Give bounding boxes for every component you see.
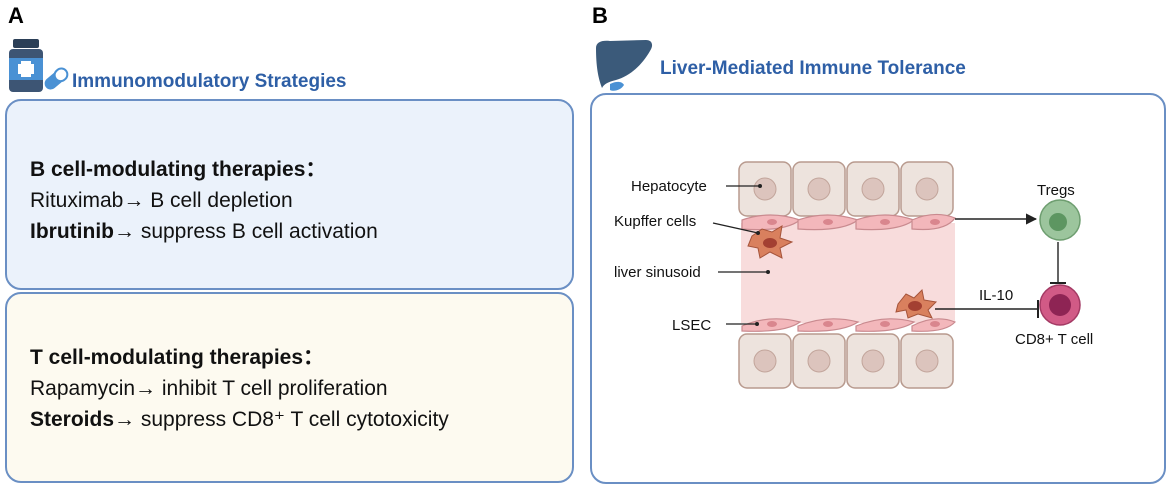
panel-b-letter: B [592,3,608,28]
t-cell-therapies-text: T cell-modulating therapies： Rapamycin→ … [30,342,449,435]
medicine-bottle-icon [9,39,69,92]
lsec-bottom-layer [741,318,957,332]
tregs-label: Tregs [1037,182,1075,199]
rapamycin-line: Rapamycin→ inhibit T cell proliferation [30,373,449,404]
cd8-label: CD8+ T cell [1015,331,1093,348]
steroids-effect: → suppress CD8⁺ T cell cytotoxicity [114,408,449,431]
ibrutinib-effect: → suppress B cell activation [113,220,378,243]
il10-label: IL-10 [979,287,1013,304]
hepatocyte-nucleus [861,349,885,373]
kupffer-cell-right [895,288,938,319]
kupffer-label: Kupffer cells [614,213,696,230]
hepatocyte-nucleus [807,349,831,373]
hepatocyte-nucleus [753,177,777,201]
liver-icon [596,40,653,91]
liver-sinusoid-diagram: Hepatocyte Kupffer cells liver sinusoid … [614,161,1093,389]
ibrutinib-line: Ibrutinib→ suppress B cell activation [30,216,378,247]
steroids-line: Steroids→ suppress CD8⁺ T cell cytotoxic… [30,404,449,435]
rituximab-drug: Rituximab [30,189,124,212]
kupffer-pointer [712,222,759,234]
rituximab-effect: → B cell depletion [123,189,293,212]
t-cell-heading: T cell-modulating therapies： [30,346,325,369]
ibrutinib-drug: Ibrutinib [30,220,114,243]
cd8-t-cell [1039,284,1081,326]
hepatocyte-nucleus [915,177,939,201]
hepatocyte-nucleus [807,177,831,201]
panel-a-title: Immunomodulatory Strategies [72,71,347,92]
hepatocyte-top-row [738,161,954,217]
b-cell-heading: B cell-modulating therapies： [30,158,327,181]
rituximab-line: Rituximab→ B cell depletion [30,185,378,216]
hepatocyte-nucleus [753,349,777,373]
hepatocyte-nucleus [861,177,885,201]
hepatocyte-label: Hepatocyte [631,178,707,195]
steroids-drug: Steroids [30,408,115,431]
lsec-label: LSEC [672,317,711,334]
t-cell-therapies-box [5,292,574,483]
rapamycin-drug: Rapamycin [30,377,136,400]
b-cell-therapies-text: B cell-modulating therapies： Rituximab→ … [30,154,378,247]
b-cell-therapies-box [5,99,574,290]
panel-a-letter: A [8,3,24,28]
hepatocyte-bottom-row [738,333,954,389]
panel-b-title: Liver-Mediated Immune Tolerance [660,58,966,79]
rapamycin-effect: → inhibit T cell proliferation [135,377,388,400]
lsec-top-layer [741,213,956,231]
hepatocyte-nucleus [915,349,939,373]
sinusoid-label: liver sinusoid [614,264,701,281]
treg-cell [1039,199,1081,241]
